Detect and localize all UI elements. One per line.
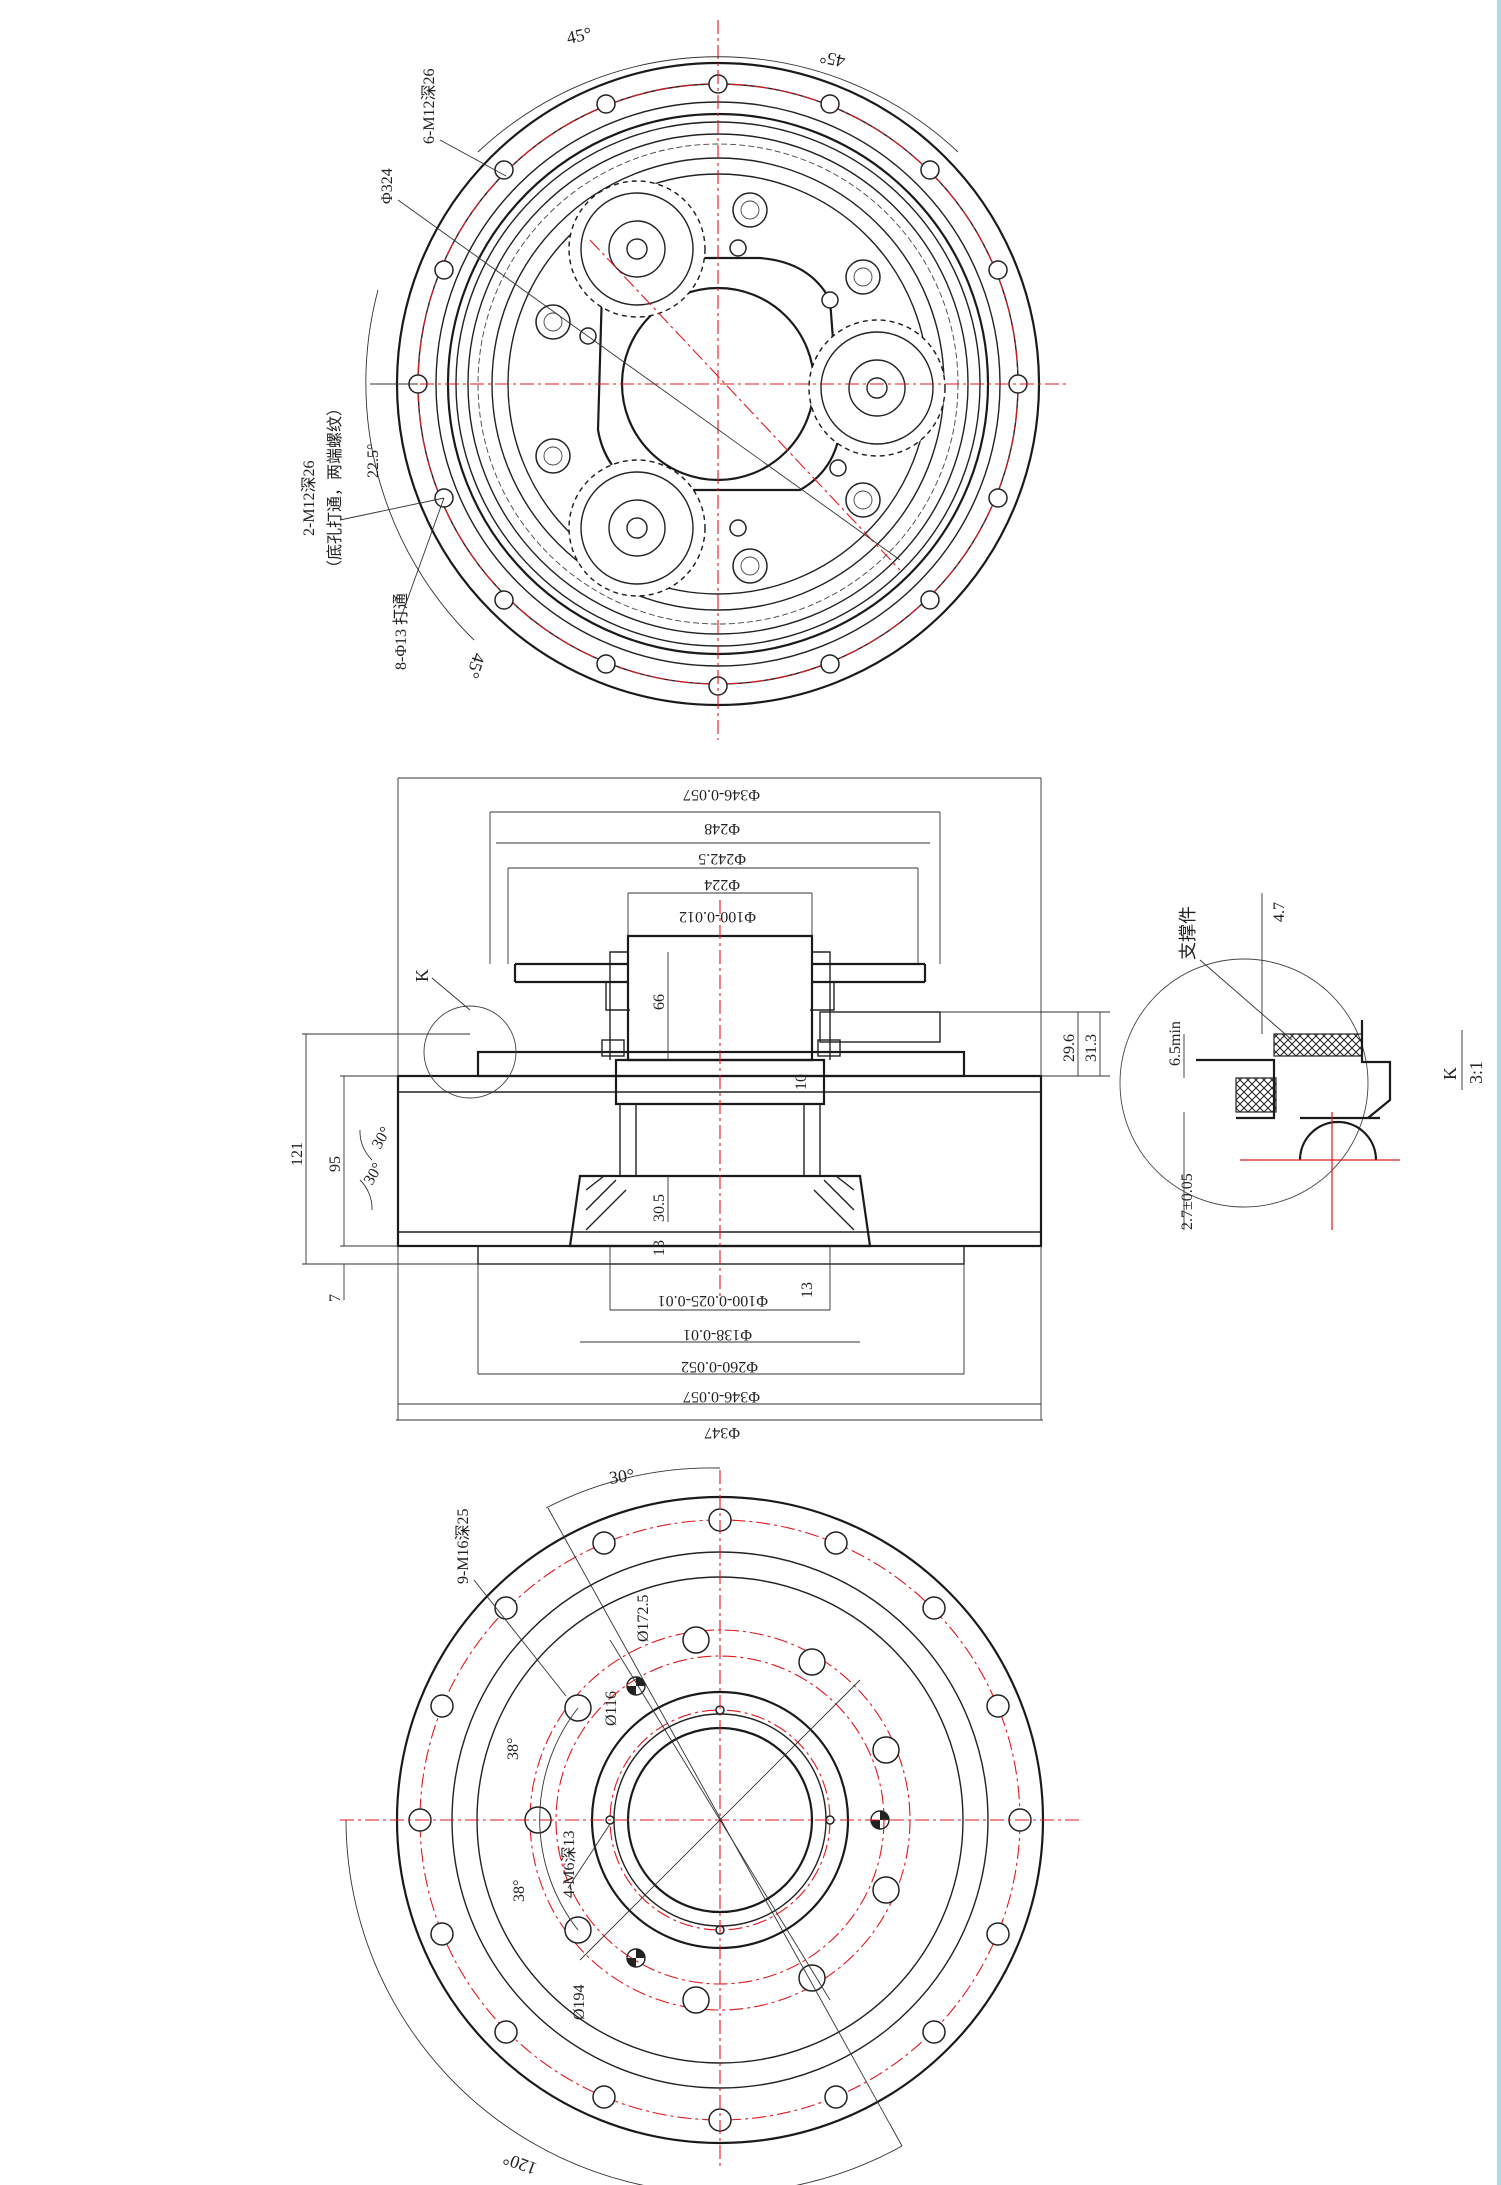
bottom-angle-30: 30° [608,1465,636,1488]
detail-scale: 3:1 [1466,1061,1486,1084]
sec-dim-d248: Φ248 [704,820,740,837]
top-angle-45-left: 45° [565,23,594,48]
sec-base-flange [477,1245,965,1265]
bottom-dia-172-5: Ø172.5 [635,1594,652,1642]
sheet-edge [1497,0,1501,2185]
detail-view: 支撑件 4.7 6.5min 2.7±0.05 K 3:1 [1119,893,1486,1230]
bottom-holes-9-m16: 9-M16深25 [454,1508,472,1584]
sec-inner-shaft [614,1058,826,1106]
sec-dim-13-b: 13 [799,1282,816,1298]
bottom-dia-194: Ø194 [571,1984,588,2020]
detail-dim-4-7: 4.7 [1271,902,1288,922]
detail-circle [1119,958,1369,1208]
sec-dim-95: 95 [327,1156,344,1172]
top-angle-arc-left [365,289,475,641]
sec-dim-d260: Φ260-0.052 [681,1358,758,1375]
sec-dims-left [302,1033,478,1300]
top-leader-2m12 [339,497,445,521]
top-leader-324 [397,199,901,561]
bottom-angle-arc-38 [539,1707,579,1931]
bottom-pin-holes [626,1676,890,1968]
detail-title-k: K [1440,1067,1460,1080]
sec-dim-10: 10 [793,1074,810,1090]
bottom-leader-4m6 [567,1823,611,1889]
sec-arm-hooks [605,982,835,1011]
sec-dim-121: 121 [289,1142,306,1166]
sec-arms [513,962,927,984]
detail-support-label: 支撑件 [1178,906,1198,960]
bottom-angle-arc-120 [345,1819,903,2185]
section-view: Φ346-0.057 Φ248 Φ242.5 Φ224 Φ100-0.012 6… [289,777,1110,1441]
detail-dim-2-7: 2.7±0.05 [1179,1173,1196,1230]
planet-gear-1 [568,180,706,318]
bottom-view: 30° 120° 38° 38° 9-M16深25 4-M6深13 Ø172.5… [340,1465,1080,2185]
planet-gear-2 [808,319,946,457]
sec-dim-31-3: 31.3 [1083,1034,1100,1062]
bottom-angle-120: 120° [500,2149,539,2179]
bottom-holes-4-m6: 4-M6深13 [560,1830,578,1898]
sec-bottom-hub [568,1174,872,1248]
sec-lower-core [619,1104,821,1177]
sec-dims-bottom [396,1246,1043,1421]
sec-dim-30-5: 30.5 [651,1194,668,1222]
sec-dim-7: 7 [327,1294,344,1302]
sec-detail-circle [423,1005,517,1099]
sec-angle-30-a: 30° [369,1124,395,1152]
top-leader-8phi13 [399,497,445,621]
sec-bearing-left [601,1039,625,1057]
sec-dim-d138: Φ138-0.01 [683,1326,752,1343]
sec-dim-d242-5: Φ242.5 [698,850,746,867]
sec-top-flange [476,1050,966,1078]
planet-gear-3 [568,459,706,597]
detail-support-part [1273,1033,1363,1057]
top-holes-2-m12-note: （底孔打通，两端螺纹） [326,400,344,576]
sec-dim-66: 66 [651,994,668,1010]
top-angle-arc [477,56,959,153]
sec-dim-d100-top: Φ100-0.012 [679,908,756,925]
bottom-dia-116: Ø116 [603,1691,620,1726]
bottom-angle-38-a: 38° [505,1738,522,1760]
sec-dim-d347: Φ347 [704,1424,740,1441]
top-holes-8-phi13: 8-Φ13 打通 [392,593,410,670]
detail-dim-6-5: 6.5min [1167,1021,1184,1066]
top-view: 45° 45° 45° 22.5° Φ324 6-M12深26 2-M12深26… [300,20,1070,740]
sec-dim-d100-bot: Φ100-0.025-0.01 [658,1292,768,1309]
bottom-diag-3 [579,1679,861,1961]
sec-dim-d346-bot: Φ346-0.057 [683,1388,760,1405]
detail-ball [1298,1120,1378,1161]
sec-bearing-right [817,1039,841,1057]
bottom-angle-arc-30 [545,1467,721,1509]
sec-detail-k: K [412,969,432,982]
detail-profile [1196,1020,1392,1120]
detail-support-step [1235,1077,1277,1113]
sec-bottom-hub-hatch [585,1175,855,1231]
top-leader-6m12 [439,139,507,177]
top-angle-45-right: 45° [818,47,847,72]
carrier-screws [535,192,881,584]
top-holes-6-m12: 6-M12深26 [420,68,438,144]
sec-dim-d224: Φ224 [704,876,740,893]
top-holes-2-m12: 2-M12深26 [300,460,318,536]
bottom-leader-9m16 [473,1579,567,1697]
top-dia-324: Φ324 [379,168,396,204]
bottom-angle-38-b: 38° [511,1880,528,1902]
sec-dim-d346-top: Φ346-0.057 [683,786,760,803]
top-bolt-holes [408,74,1028,696]
sec-angle-30-b: 30° [361,1160,387,1188]
top-angle-22-5: 22.5° [365,444,382,478]
sec-dims-top [397,777,1042,1076]
bottom-diag-1 [547,1507,903,2147]
top-angle-45-bottom: 45° [462,651,489,681]
detail-leader [1199,959,1293,1041]
top-center-diag [589,239,901,571]
sec-detail-k-leader [431,977,471,1011]
sec-seal-right [819,1011,941,1043]
sec-hub-step [609,951,831,1060]
sec-dim-29-6: 29.6 [1061,1034,1078,1062]
sec-dim-13-a: 13 [651,1240,668,1256]
